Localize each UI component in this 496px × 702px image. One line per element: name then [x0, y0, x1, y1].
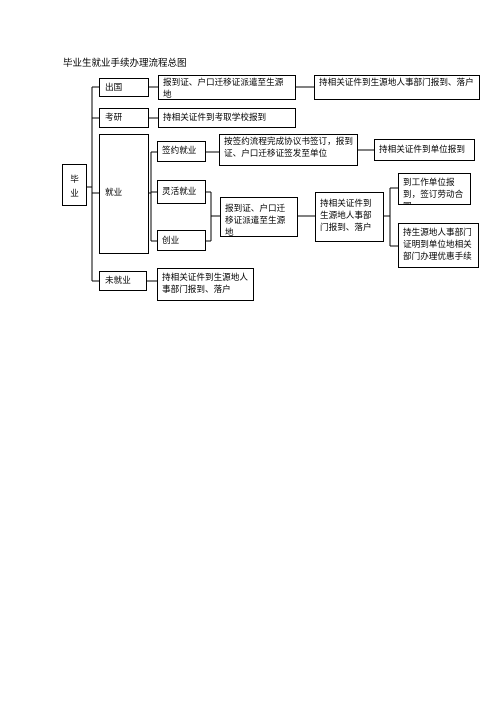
abroad-node: 出国 — [99, 78, 149, 97]
abroad-step1-box: 报到证、户口迁移证派遣至生源地 — [158, 75, 296, 100]
signed-step1-box: 按签约流程完成协议书签订，报到证、户口迁移证签发至单位 — [219, 134, 358, 166]
flexible-employment-node: 灵活就业 — [157, 180, 206, 204]
signed-step2-box: 持相关证件到单位报到 — [374, 139, 475, 161]
flex-step3b-box: 持生源地人事部门证明到单位地相关部门办理优惠手续 — [398, 223, 479, 268]
employment-node: 就业 — [99, 134, 149, 254]
flex-step2-box: 持相关证件到生源地人事部门报到、落户 — [315, 192, 384, 242]
page-title: 毕业生就业手续办理流程总图 — [63, 58, 187, 69]
graduation-node: 毕 业 — [62, 164, 87, 206]
exam-step1-box: 持相关证件到考取学校报到 — [158, 108, 296, 128]
exam-node: 考研 — [99, 108, 149, 128]
graduation-char-1: 毕 — [70, 175, 79, 185]
flex-step1-box: 报到证、户口迁移证派遣至生源地 — [220, 197, 298, 237]
unemployed-node: 未就业 — [99, 271, 147, 291]
flex-step3a-box: 到工作单位报到，签订劳动合同 — [398, 173, 471, 205]
graduation-char-2: 业 — [70, 189, 79, 199]
unemployed-step1-box: 持相关证件到生源地人事部门报到、落户 — [157, 268, 254, 301]
signed-employment-node: 签约就业 — [157, 141, 206, 162]
startup-node: 创业 — [157, 230, 206, 251]
abroad-step2-box: 持相关证件到生源地人事部门报到、落户 — [314, 75, 480, 100]
